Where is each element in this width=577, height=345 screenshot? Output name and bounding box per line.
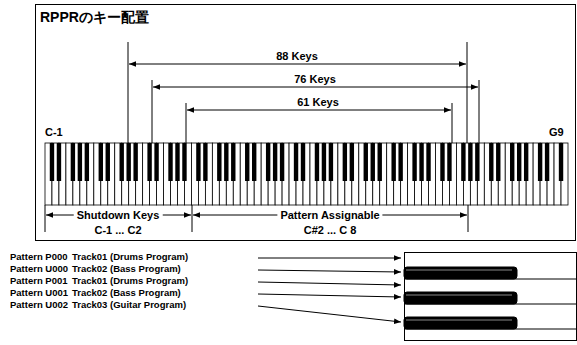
diagram-title: RPPRのキー配置 <box>40 10 149 24</box>
range-tick <box>192 205 193 232</box>
black-key <box>168 143 172 181</box>
leader-arrow <box>258 294 401 297</box>
leader-arrow <box>258 258 401 259</box>
black-key <box>391 143 395 181</box>
black-key <box>447 143 451 181</box>
black-key <box>545 143 549 181</box>
black-key <box>343 143 347 181</box>
black-key <box>78 143 82 181</box>
black-key <box>510 143 514 181</box>
leader-arrow <box>258 306 401 322</box>
frame <box>36 5 576 241</box>
black-key <box>315 143 319 181</box>
black-key <box>71 143 75 181</box>
black-key <box>559 143 563 181</box>
zoom-keyboard <box>405 253 577 341</box>
black-key <box>273 143 277 181</box>
black-key <box>538 143 542 181</box>
black-key <box>440 143 444 181</box>
range-tick <box>128 42 129 143</box>
black-key <box>524 143 528 181</box>
range-tick <box>45 205 46 232</box>
black-key <box>412 143 416 181</box>
black-key <box>120 143 124 181</box>
zone-label: Pattern Assignable <box>277 210 382 221</box>
range-tick <box>186 103 187 143</box>
highlight <box>406 320 512 321</box>
range-tick <box>479 80 480 143</box>
pattern-name: Pattern P001 <box>10 276 68 286</box>
black-key <box>133 143 137 181</box>
zone-range: C-1 ... C2 <box>94 225 141 236</box>
range-arrow <box>129 64 466 65</box>
range-arrow <box>187 110 451 111</box>
black-key <box>154 143 158 181</box>
black-key <box>85 143 89 181</box>
track-program: Track01 (Drums Program) <box>72 276 188 286</box>
range-tick <box>152 80 153 143</box>
range-label: 88 Keys <box>276 51 318 62</box>
black-key <box>182 143 186 181</box>
black-key <box>196 143 200 181</box>
black-key <box>322 143 326 181</box>
black-key <box>371 143 375 181</box>
black-key <box>294 143 298 181</box>
range-tick <box>468 205 469 232</box>
black-key <box>147 143 151 181</box>
black-key <box>378 143 382 181</box>
black-key <box>364 143 368 181</box>
track-program: Track03 (Guitar Program) <box>72 300 186 310</box>
black-key <box>280 143 284 181</box>
track-program: Track01 (Drums Program) <box>72 252 188 262</box>
range-label: 61 Keys <box>297 97 339 108</box>
pattern-name: Pattern P000 <box>10 252 68 262</box>
black-key <box>404 317 517 329</box>
highlight <box>406 270 512 271</box>
black-key <box>126 143 130 181</box>
pattern-name: Pattern U000 <box>10 264 68 274</box>
black-key <box>398 143 402 181</box>
black-key <box>231 143 235 181</box>
black-key <box>106 143 110 181</box>
black-key <box>426 143 430 181</box>
leader-arrow <box>258 282 401 285</box>
black-key <box>489 143 493 181</box>
black-key <box>517 143 521 181</box>
black-key <box>50 143 54 181</box>
black-key <box>350 143 354 181</box>
black-key <box>224 143 228 181</box>
note-label: G9 <box>549 127 564 138</box>
black-key <box>203 143 207 181</box>
track-program: Track02 (Bass Program) <box>72 288 181 298</box>
black-key <box>252 143 256 181</box>
black-key <box>266 143 270 181</box>
track-program: Track02 (Bass Program) <box>72 264 181 274</box>
black-key <box>404 292 517 304</box>
zone-label: Shutdown Keys <box>74 210 163 221</box>
black-key <box>468 143 472 181</box>
black-key <box>404 267 517 279</box>
range-tick <box>467 42 468 143</box>
range-tick <box>452 103 453 143</box>
highlight <box>406 295 512 296</box>
black-key <box>475 143 479 181</box>
black-key <box>329 143 333 181</box>
range-arrow <box>153 87 478 88</box>
black-key <box>496 143 500 181</box>
black-key <box>245 143 249 181</box>
black-key <box>57 143 61 181</box>
black-key <box>217 143 221 181</box>
range-label: 76 Keys <box>294 74 336 85</box>
zone-range: C#2 ... C 8 <box>304 225 357 236</box>
black-key <box>175 143 179 181</box>
black-key <box>419 143 423 181</box>
leader-arrow <box>258 270 401 272</box>
pattern-name: Pattern U001 <box>10 288 68 298</box>
black-key <box>99 143 103 181</box>
black-key <box>461 143 465 181</box>
pattern-name: Pattern U002 <box>10 300 68 310</box>
note-label: C-1 <box>45 127 63 138</box>
black-key <box>301 143 305 181</box>
